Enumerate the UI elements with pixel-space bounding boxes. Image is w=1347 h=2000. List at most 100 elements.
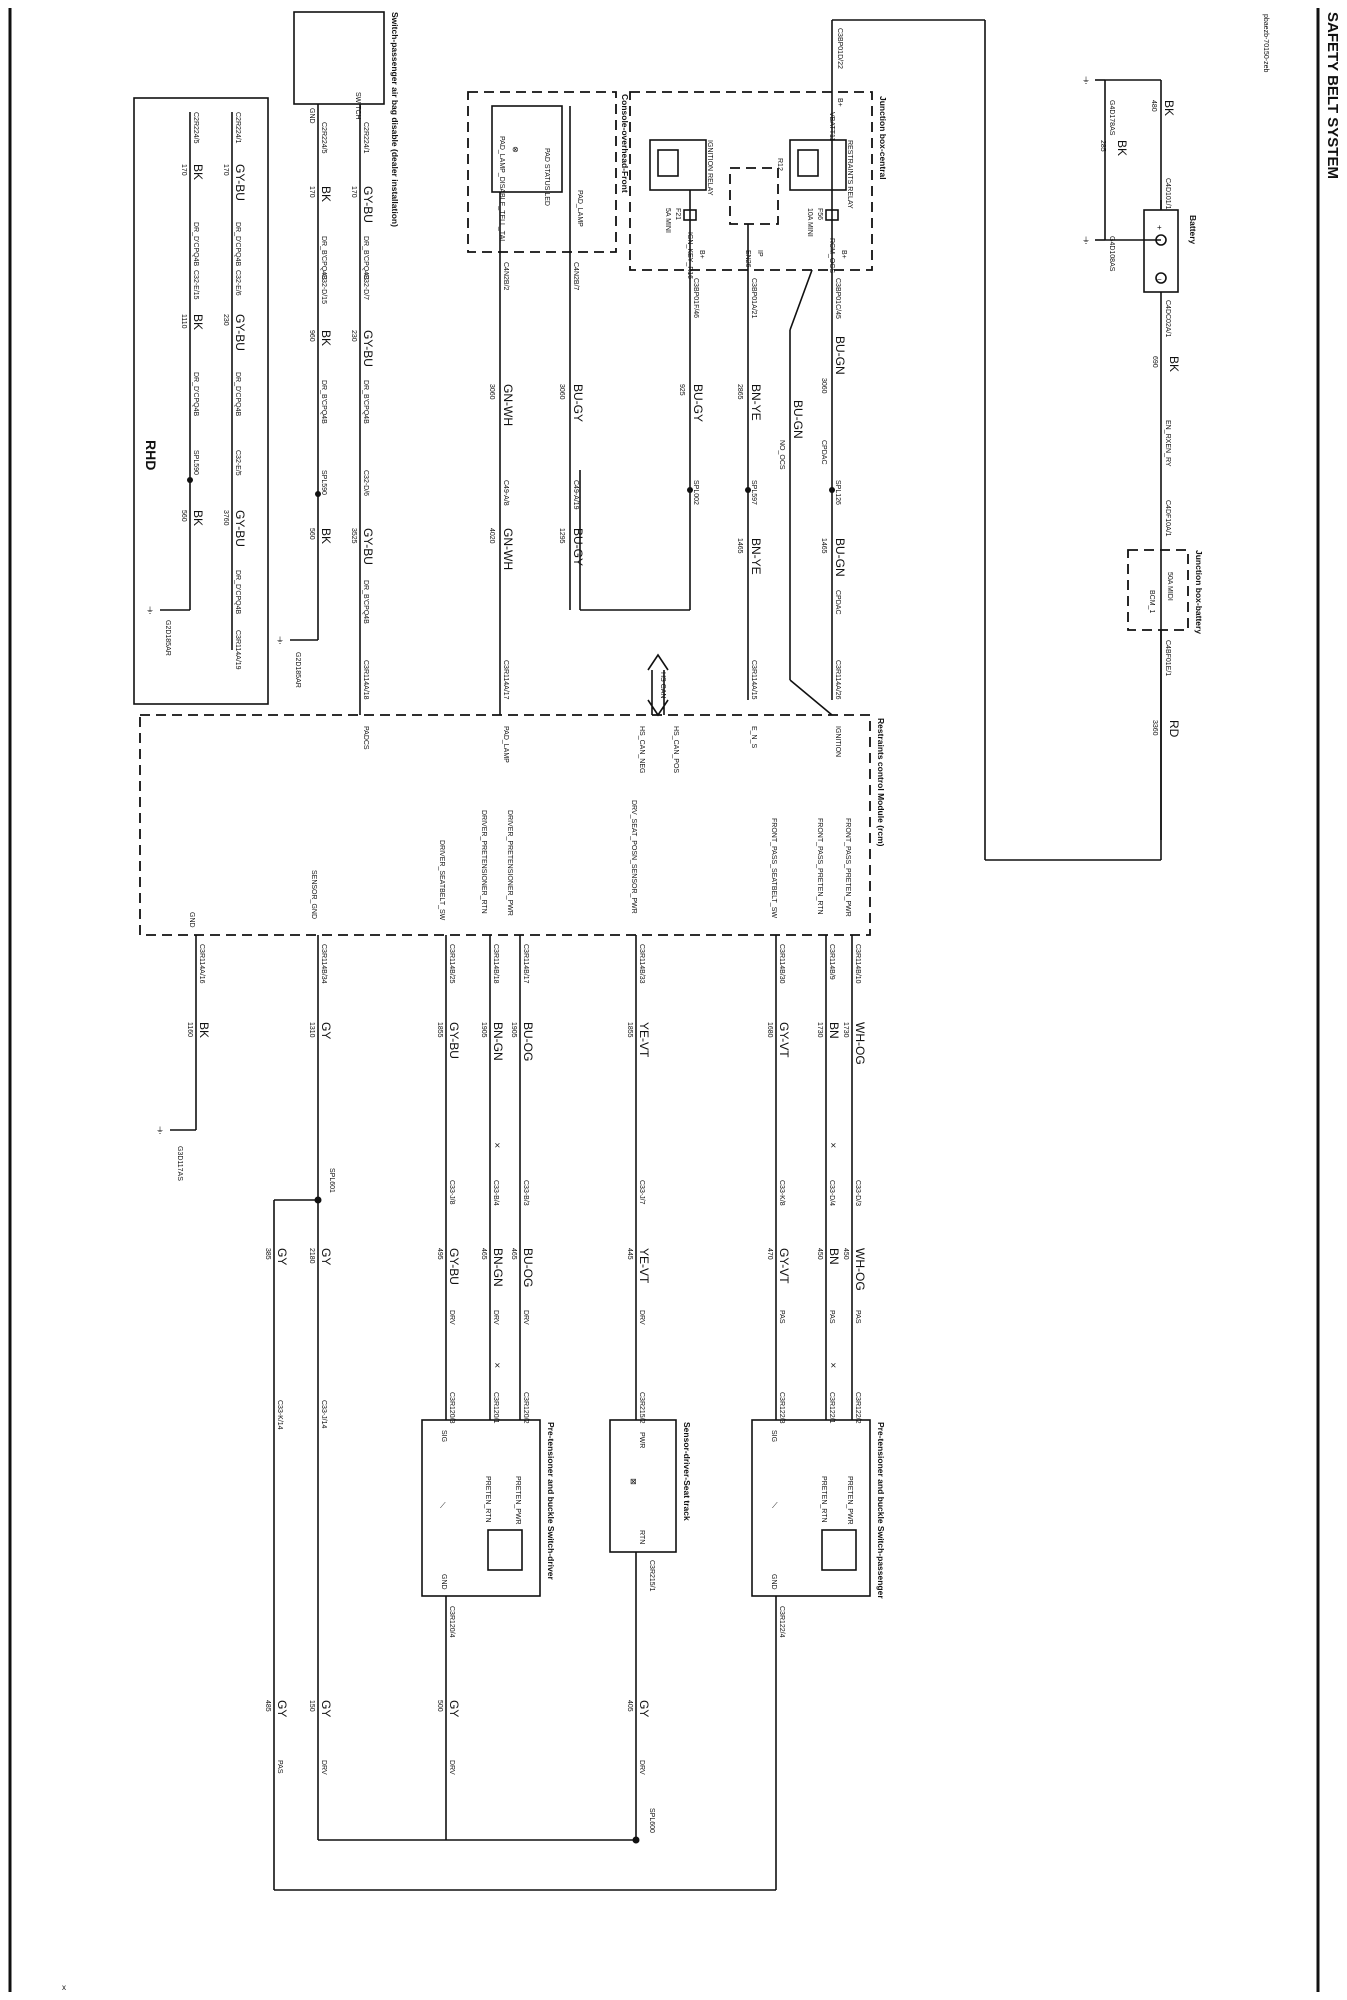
wire-circuit-yevt-445: 445 <box>626 1248 633 1260</box>
conn-c49a19: C49-A/19 <box>572 480 579 510</box>
wire-circuit-285: 285 <box>1099 140 1106 152</box>
label-gnd-rcm: GND <box>188 912 195 928</box>
wire-color-gyvt-1680: GY-VT <box>777 1022 791 1058</box>
console-overhead: Console-overhead-Front PAD STATUS LED ⊗ … <box>467 91 630 715</box>
label-driver-pretensioner-pwr: DRIVER_PRETENSIONER_PWR <box>506 810 513 916</box>
wire-circuit-bk-1160: 1160 <box>186 1022 193 1037</box>
ignition-relay-label: IGNITION RELAY <box>706 140 713 196</box>
ground-label-g3d117as: G3D117AS <box>176 1146 183 1181</box>
squib-icon-drv <box>487 1529 523 1571</box>
label-rcm-ocs: RCM_OCS <box>828 238 835 273</box>
jb-battery-label: Junction box-battery <box>1194 550 1204 634</box>
conn-c4n2b7: C4N2B/7 <box>572 262 579 291</box>
battery-plus-icon: + <box>1157 223 1162 232</box>
pad-status-led-box <box>491 105 563 193</box>
wire-color-yevt-1855: YE-VT <box>637 1022 651 1058</box>
console-box <box>467 91 617 253</box>
wire-circuit-bugy-925: 925 <box>678 384 685 396</box>
label-no-ocs: NO_OCS <box>778 440 785 470</box>
wire-color-bk-690: BK <box>1167 356 1181 372</box>
conn-c3r1223: C3R122/3 <box>778 1392 785 1424</box>
wire-circuit-gy-1310: 1310 <box>308 1022 315 1038</box>
label-drv-3: DRV <box>492 1310 499 1325</box>
ignition-relay-box <box>649 139 707 191</box>
label-bplus-top: B+ <box>836 98 843 107</box>
conn-c3r1204: C3R120/4 <box>448 1606 455 1638</box>
switch-pab-box <box>293 11 385 105</box>
wire-color-bugy-1295: BU-GY <box>571 528 585 566</box>
rcm-box <box>139 714 871 936</box>
fuse-f56-label: F56 <box>816 208 823 220</box>
wire-circuit-3360: 3360 <box>1151 720 1158 736</box>
wire-color-gybu-495: GY-BU <box>447 1248 461 1285</box>
conn-c2r2241: C2R224/1 <box>362 122 369 154</box>
label-switch: SWITCH <box>354 92 361 120</box>
conn-c3r1224: C3R122/4 <box>778 1606 785 1638</box>
buckle-switch-icon-pass: ⟋ <box>772 1501 778 1510</box>
label-driver-pretensioner-rtn: DRIVER_PRETENSIONER_RTN <box>480 810 487 914</box>
conn-c3r1202: C3R120/2 <box>522 1392 529 1424</box>
rhd-ground-label: G2D185AR <box>164 620 171 656</box>
ground-icon: ⏚ <box>146 606 154 615</box>
wire-color-whog-1730: WH-OG <box>853 1022 867 1065</box>
wire-circuit-gy-150: 150 <box>308 1700 315 1712</box>
ground-icon: ⏚ <box>156 1126 164 1135</box>
rhd-section: RHD C2R224/1 C2R224/5 GY-BU 170 BK 170 D… <box>133 97 269 705</box>
switch-pab-label: Switch-passenger air bag disable (dealer… <box>390 12 400 227</box>
rhd-conn-c32e15: C32-E/15 <box>192 270 199 300</box>
label-drv-150: DRV <box>320 1760 327 1775</box>
conn-c3bp01c45: C3BP01C/45 <box>834 278 841 319</box>
label-front-pass-preten-pwr: FRONT_PASS_PRETEN_PWR <box>844 818 851 917</box>
pretensioner-passenger: Pre-tensioner and buckle Switch-passenge… <box>274 1419 886 1891</box>
wire-circuit-buog-465: 465 <box>510 1248 517 1260</box>
wire-color-bn-450: BN <box>827 1248 841 1265</box>
label-en26: EN26 <box>744 250 751 268</box>
label-bplus-f56: B+ <box>840 250 847 259</box>
sensor-driver: Sensor-driver-Seat track PWR RTN ⊠ C3R21… <box>318 1419 692 1844</box>
conn-c4df10a1: C4DF10A/1 <box>1164 500 1171 537</box>
label-cpdac-2: CPDAC <box>834 590 841 615</box>
battery-section: Battery + − BK 480 BK 285 C4D101/1 C4DC0… <box>831 19 1204 861</box>
conn-c3r2152: C3R215/2 <box>638 1392 645 1424</box>
wire-circuit-bugn-1465: 1465 <box>820 538 827 554</box>
label-gnd-pass: GND <box>770 1574 777 1590</box>
wire-color-gy-405: GY <box>637 1700 651 1717</box>
rhd-wire-circuit-bk-170: 170 <box>180 164 187 176</box>
conn-c3r2151: C3R215/1 <box>648 1560 655 1592</box>
wire-color-gnwh-4020: GN-WH <box>501 528 515 570</box>
ground-label-g4d178as: G4D178AS <box>1108 100 1115 136</box>
wire-color-gnwh-3060: GN-WH <box>501 384 515 426</box>
wire-color-gy-385: GY <box>275 1248 289 1265</box>
wire-circuit-whog-450: 450 <box>842 1248 849 1260</box>
wire-color-bk-285: BK <box>1115 140 1129 156</box>
wire-circuit-gy-385: 385 <box>264 1248 271 1260</box>
label-dr-b-cpq4b-5: DR_B'CPQ4B <box>362 580 369 624</box>
conn-c33k14: C33-K/14 <box>276 1400 283 1430</box>
label-pas-485: PAS <box>276 1760 283 1774</box>
pretensioner-pass-label: Pre-tensioner and buckle Switch-passenge… <box>876 1422 886 1599</box>
wire-circuit-bnye-2865: 2865 <box>736 384 743 400</box>
wire-circuit-gnwh-4020: 4020 <box>488 528 495 544</box>
label-gnd-drv: GND <box>440 1574 447 1590</box>
page-title: SAFETY BELT SYSTEM <box>1324 12 1341 179</box>
battery-label: Battery <box>1188 215 1198 245</box>
conn-c32d6: C32-D/6 <box>362 470 369 496</box>
twist-icon-drv-2: ⨯ <box>494 1361 501 1370</box>
wire-circuit-gybu-1855: 1855 <box>436 1022 443 1038</box>
conn-c32d7: C32-D/7 <box>362 274 369 300</box>
wire-color-bk-560: BK <box>319 528 333 544</box>
wire-circuit-gybu-230: 230 <box>350 330 357 342</box>
label-pas-2: PAS <box>828 1310 835 1324</box>
wire-color-bk-170: BK <box>319 186 333 202</box>
wire-circuit-bk-960: 960 <box>308 330 315 342</box>
corner-mark: x <box>62 1983 66 1992</box>
wire-circuit-480: 480 <box>1150 100 1157 112</box>
fuse-f56 <box>825 209 839 221</box>
label-ip: IP <box>756 250 763 257</box>
conn-c3bp01f46: C3BP01F/46 <box>692 278 699 318</box>
label-pas-1: PAS <box>854 1310 861 1324</box>
wire-color-gy-1310: GY <box>319 1022 333 1039</box>
wire-circuit-bngn-1905: 1905 <box>480 1022 487 1038</box>
label-dr-b-cpq4b-1: DR_B'CPQ4B <box>362 236 369 280</box>
switch-pab: Switch-passenger air bag disable (dealer… <box>276 11 400 715</box>
